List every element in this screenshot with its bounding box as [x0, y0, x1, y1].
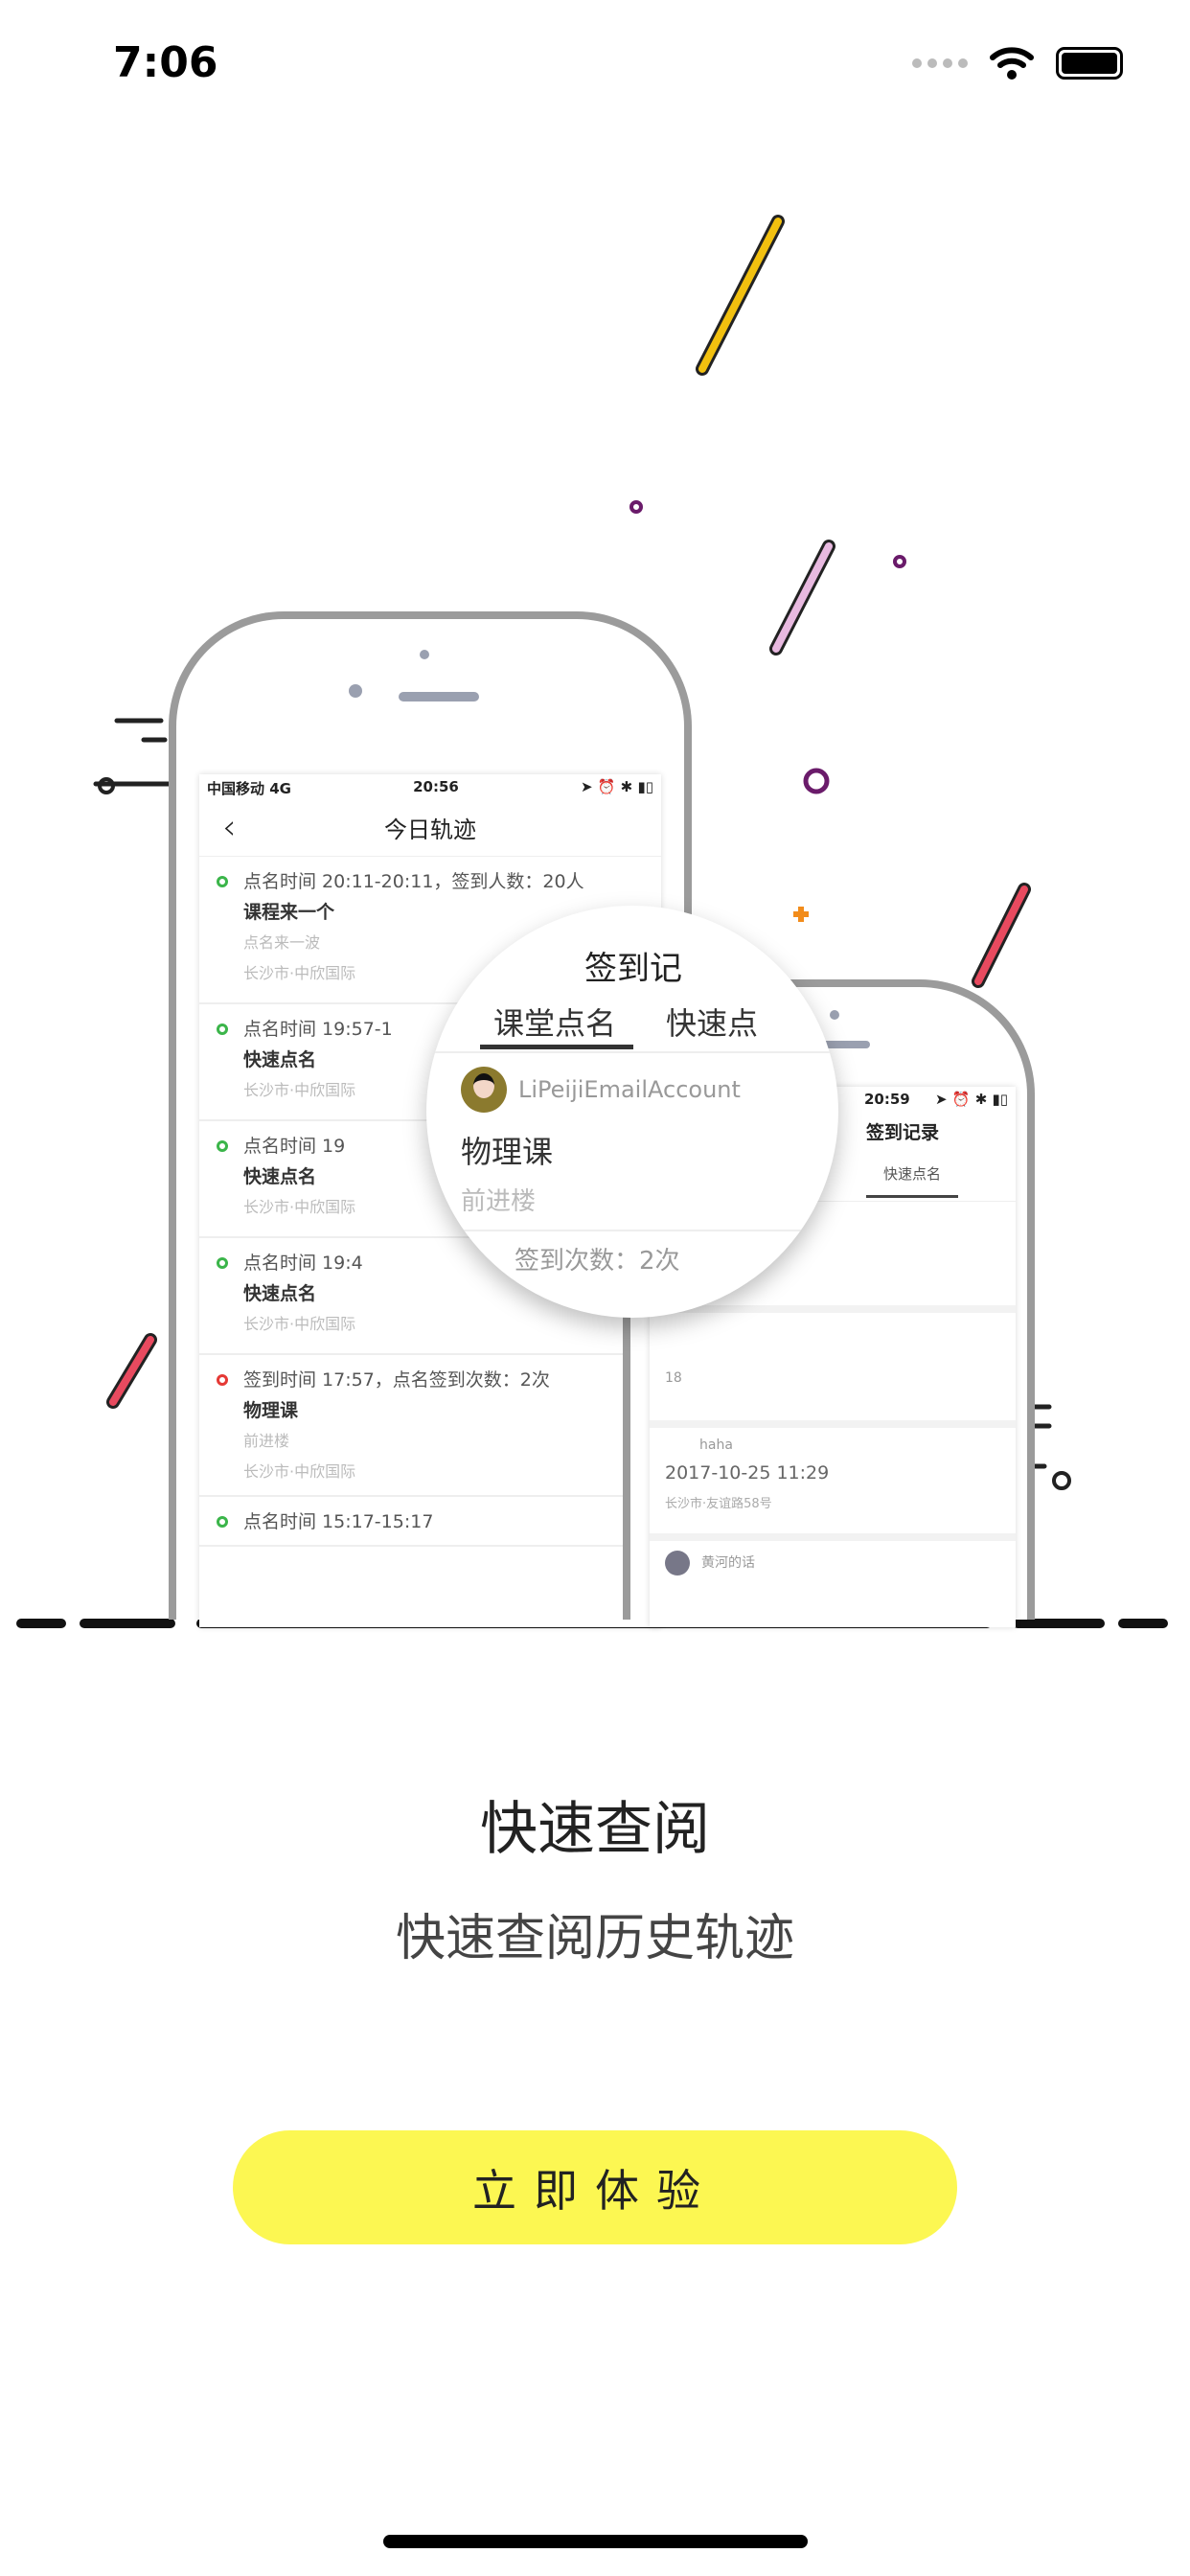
record-datetime: 2017-10-25 11:29 — [665, 1462, 830, 1484]
status-time: 7:06 — [113, 38, 218, 87]
row-course: 快速点名 — [243, 1049, 317, 1070]
building-name: 前进楼 — [461, 1187, 537, 1216]
row-time: 点名时间 19:4 — [243, 1253, 363, 1274]
purple-dot — [629, 500, 643, 514]
tab-quick[interactable]: 快速点 — [666, 1005, 759, 1042]
timeline-row: 点名时间 15:17-15:17 — [199, 1497, 661, 1547]
magnified-title: 签到记 — [584, 950, 682, 988]
row-location: 长沙市·中欣国际 — [243, 964, 356, 982]
row-location: 长沙市·中欣国际 — [243, 1198, 356, 1216]
record-item: haha 2017-10-25 11:29 长沙市·友谊路58号 — [650, 1428, 1016, 1541]
status-icons — [912, 46, 1123, 80]
row-time: 点名时间 19 — [243, 1136, 346, 1157]
row-time: 签到时间 17:57，点名签到次数：2次 — [243, 1369, 550, 1391]
row-course: 物理课 — [243, 1400, 299, 1421]
left-wind-lines — [93, 718, 185, 787]
nav-title: 今日轨迹 — [384, 816, 476, 843]
status-dot-icon — [217, 1140, 228, 1152]
row-course: 快速点名 — [243, 1283, 317, 1304]
row-course: 课程来一个 — [243, 902, 335, 923]
record-user: 黄河的话 — [701, 1555, 755, 1571]
status-dot-icon — [217, 1516, 228, 1528]
avatar — [461, 1067, 507, 1113]
row-location: 长沙市·中欣国际 — [243, 1081, 356, 1099]
row-time: 点名时间 19:57-1 — [243, 1019, 393, 1040]
magnifier-lens: 签到记 课堂点名 快速点 LiPeijiEmailAccount 物理课 前进楼… — [426, 906, 838, 1318]
tab-classroom-rollcall[interactable]: 课堂点名 — [493, 1005, 617, 1042]
avatar — [665, 1551, 690, 1576]
purple-ring — [803, 768, 830, 794]
record-datetime: 18 — [665, 1370, 682, 1386]
try-now-button[interactable]: 立即体验 — [233, 2130, 957, 2244]
row-note: 前进楼 — [243, 1432, 290, 1450]
row-time: 点名时间 20:11-20:11，签到人数：20人 — [243, 871, 584, 892]
record-item — [650, 1202, 1016, 1313]
course-name: 物理课 — [461, 1134, 554, 1170]
nav-title: 签到记录 — [866, 1122, 940, 1143]
timeline-row: 签到时间 17:57，点名签到次数：2次物理课前进楼长沙市·中欣国际 — [199, 1355, 661, 1497]
tab-quick-rollcall[interactable]: 快速点名 — [866, 1163, 959, 1198]
record-address: 长沙市·友谊路58号 — [665, 1497, 772, 1511]
signal-icon — [912, 58, 968, 68]
phone-time: 20:56 — [413, 778, 459, 795]
row-note: 点名来一波 — [243, 933, 321, 952]
timeline-list: 点名时间 20:11-20:11，签到人数：20人课程来一个点名来一波长沙市·中… — [199, 857, 661, 1547]
row-location: 长沙市·中欣国际 — [243, 1315, 356, 1333]
phone-time: 20:59 — [864, 1091, 910, 1108]
status-dot-icon — [217, 876, 228, 887]
back-icon: ‹ — [222, 808, 237, 847]
record-item: 18 — [650, 1313, 1016, 1428]
orange-plus — [793, 907, 809, 922]
checkin-count: 签到次数：2次 — [515, 1247, 680, 1276]
row-location: 长沙市·中欣国际 — [243, 1462, 356, 1481]
status-dot-icon — [217, 1257, 228, 1269]
carrier: 中国移动 4G — [207, 780, 291, 797]
timeline-row: 点名时间 19:4 快速点名长沙市·中欣国际 — [199, 1238, 661, 1355]
record-user: haha — [699, 1438, 733, 1453]
row-time: 点名时间 15:17-15:17 — [243, 1511, 434, 1532]
row-course: 快速点名 — [243, 1166, 317, 1187]
status-dot-icon — [217, 1024, 228, 1035]
onboarding-title: 快速查阅 — [480, 1796, 710, 1863]
tab-underline — [480, 1045, 633, 1049]
onboarding-subtitle: 快速查阅历史轨迹 — [395, 1910, 794, 1967]
timeline-row: 点名时间 20:11-20:11，签到人数：20人课程来一个点名来一波长沙市·中… — [199, 857, 661, 1004]
account-name: LiPeijiEmailAccount — [518, 1076, 741, 1103]
status-dot-icon — [217, 1374, 228, 1386]
wifi-icon — [990, 47, 1034, 80]
record-item: 黄河的话 — [650, 1541, 1016, 1585]
battery-icon — [1056, 47, 1123, 80]
home-indicator[interactable] — [383, 2535, 808, 2548]
timeline-row: 点名时间 19 快速点名长沙市·中欣国际 — [199, 1121, 661, 1238]
purple-dot — [893, 555, 906, 568]
